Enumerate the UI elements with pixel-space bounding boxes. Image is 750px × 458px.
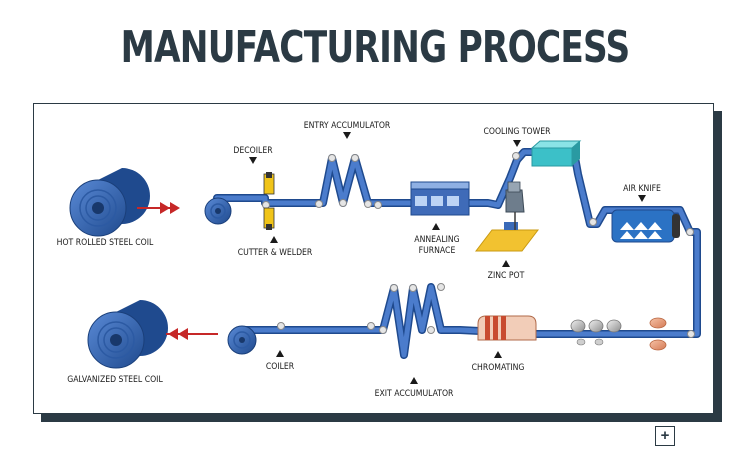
galvanized-coil: [87, 300, 168, 369]
pointer-triangle-icon: [513, 140, 521, 147]
arrow-left-icon: [166, 328, 218, 340]
steel-strip-path: [213, 148, 701, 359]
roller-icon: [315, 200, 323, 208]
roller-icon: [339, 199, 347, 207]
page-title: MANUFACTURING PROCESS: [120, 22, 631, 73]
roller-icon: [262, 201, 270, 209]
roller-icon: [686, 228, 694, 236]
roller-icon: [277, 322, 285, 330]
annealing-furnace: [410, 181, 470, 216]
pointer-triangle-icon: [638, 195, 646, 202]
label-galvanized-steel-coil: GALVANIZED STEEL COIL: [67, 375, 163, 385]
cooling-tower: [530, 140, 582, 167]
label-coiler: COILER: [266, 362, 295, 372]
roller-icon: [606, 319, 622, 333]
label-chromating: CHROMATING: [472, 363, 525, 373]
pointer-triangle-icon: [494, 351, 502, 358]
pointer-triangle-icon: [410, 377, 418, 384]
coiler-coil: [227, 325, 257, 355]
expand-icon[interactable]: +: [655, 426, 675, 446]
arrow-right-icon: [137, 202, 180, 214]
pointer-triangle-icon: [276, 350, 284, 357]
hot-rolled-coil: [69, 168, 150, 237]
decoiler-coil: [204, 197, 232, 225]
roller-icon: [374, 201, 382, 209]
label-hot-rolled-steel-coil: HOT ROLLED STEEL COIL: [57, 238, 154, 248]
roller-icon: [379, 326, 387, 334]
roller-icon: [512, 152, 520, 160]
pointer-triangle-icon: [502, 260, 510, 267]
label-exit-accumulator: EXIT ACCUMULATOR: [375, 389, 454, 399]
pointer-triangle-icon: [432, 223, 440, 230]
label-zinc-pot: ZINC POT: [488, 271, 525, 281]
guide-rollers: [262, 152, 695, 338]
zinc-pot: [474, 181, 540, 252]
roller-icon: [367, 322, 375, 330]
roller-icon: [437, 283, 445, 291]
cutter-welder: [263, 172, 275, 230]
label-cutter-welder: CUTTER & WELDER: [238, 248, 313, 258]
copper-rollers: [649, 317, 667, 351]
chromating-unit: [477, 315, 537, 341]
label-air-knife: AIR KNIFE: [623, 184, 661, 194]
roller-icon: [390, 284, 398, 292]
roller-icon: [351, 154, 359, 162]
roller-icon: [409, 284, 417, 292]
roller-icon: [364, 200, 372, 208]
roller-icon: [570, 319, 586, 333]
pointer-triangle-icon: [343, 132, 351, 139]
label-decoiler: DECOILER: [233, 146, 273, 156]
label-cooling-tower: COOLING TOWER: [483, 127, 551, 137]
roller-icon: [687, 330, 695, 338]
finishing-rollers: [570, 319, 622, 346]
roller-icon: [427, 326, 435, 334]
label-furnace: FURNACE: [419, 246, 456, 256]
air-knife: [611, 209, 680, 243]
roller-icon: [589, 218, 597, 226]
label-entry-accumulator: ENTRY ACCUMULATOR: [304, 121, 391, 131]
roller-icon: [328, 154, 336, 162]
label-annealing: ANNEALING: [414, 235, 459, 245]
pointer-triangle-icon: [270, 236, 278, 243]
roller-icon: [588, 319, 604, 333]
diagram-panel: [33, 103, 714, 414]
pointer-triangles: [249, 132, 646, 384]
pointer-triangle-icon: [249, 157, 257, 164]
